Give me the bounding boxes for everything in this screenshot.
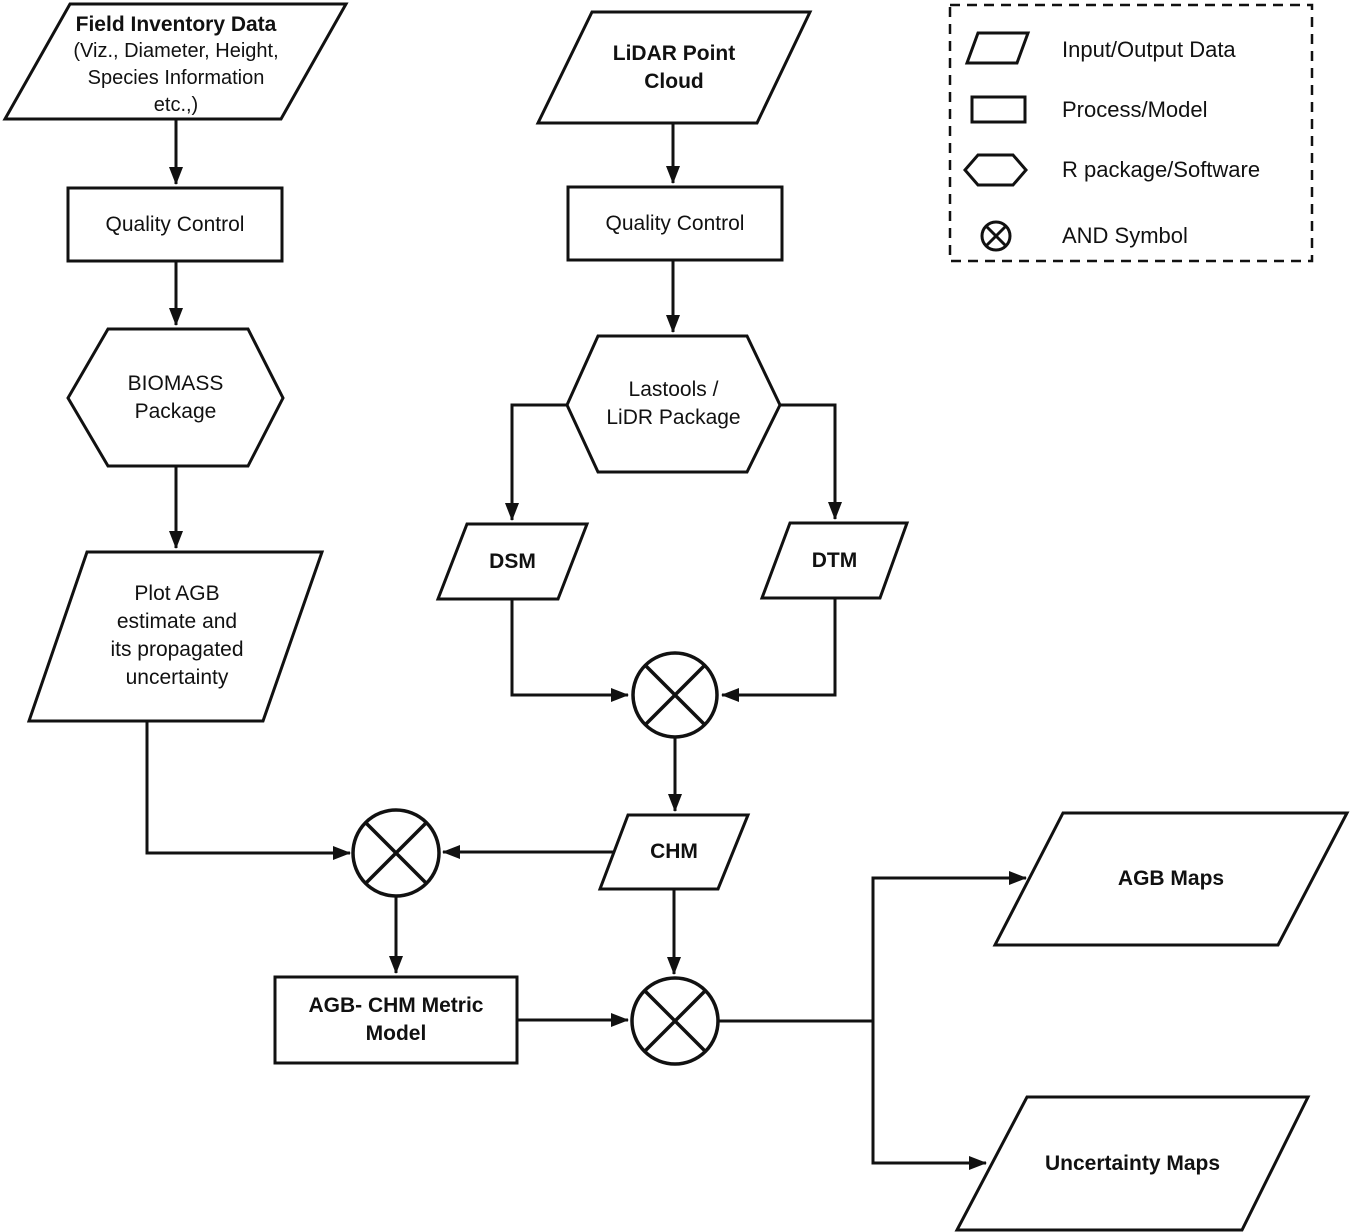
plot-agb-label: Plot AGB estimate and its propagated unc… [110, 582, 244, 689]
chm-shape [597, 813, 751, 891]
dtm-shape [759, 521, 910, 600]
field-inventory-label: Field Inventory Data (Viz., Diameter, He… [73, 13, 279, 116]
dsm-shape [435, 522, 590, 601]
legend-item-input-output-label: Input/Output Data [1062, 37, 1236, 62]
agb-maps-shape [992, 811, 1350, 947]
arrow-branch-to-agbmaps [871, 871, 1027, 1021]
legend-item-and-symbol-label: AND Symbol [1062, 223, 1188, 248]
and-icon [630, 976, 720, 1066]
and-symbols [351, 651, 720, 1066]
arrow-lastools-to-dtm [780, 403, 842, 520]
lastools-label: Lastools / LiDR Package [606, 378, 741, 429]
connector-arrows [145, 119, 1027, 1170]
dtm-label: DTM [811, 548, 858, 572]
and-circle-icon [980, 220, 1012, 252]
field-inventory-shape [2, 2, 349, 121]
agb-maps-label: AGB Maps [1117, 867, 1225, 890]
arrow-dtm-to-and1 [721, 598, 837, 702]
quality-control-right-label: Quality Control [605, 211, 745, 235]
hexagon-icon [963, 153, 1028, 187]
legend-box [948, 3, 1314, 263]
legend-item-process-model-label: Process/Model [1062, 97, 1208, 122]
legend-border [948, 3, 1314, 263]
arrow-branch-to-uncertaintymaps [871, 1021, 987, 1170]
lidar-point-cloud-shape [535, 10, 813, 125]
uncertainty-maps-label: Uncertainty Maps [1044, 1151, 1221, 1175]
dsm-label: DSM [489, 549, 536, 573]
uncertainty-maps-shape [954, 1095, 1311, 1232]
and-icon [631, 651, 719, 739]
agb-chm-model-label: AGB- CHM Metric Model [308, 994, 484, 1045]
plot-agb-shape [26, 550, 325, 723]
rectangle-icon [970, 95, 1027, 124]
quality-control-left-label: Quality Control [105, 212, 245, 236]
legend-item-r-package-label: R package/Software [1062, 157, 1261, 182]
lidar-point-cloud-label: LiDAR Point Cloud [612, 41, 736, 93]
parallelogram-icon [964, 31, 1031, 65]
quality-control-left-shape [66, 186, 284, 263]
and-icon [351, 808, 441, 898]
arrow-dsm-to-and1 [510, 599, 629, 702]
biomass-package-label: BIOMASS Package [127, 371, 224, 423]
quality-control-right-shape [566, 185, 784, 262]
arrow-lastools-to-dsm [505, 403, 567, 521]
agb-chm-model-shape [273, 975, 519, 1065]
arrow-plotagb-to-and2 [145, 721, 351, 860]
chm-label: CHM [650, 840, 698, 863]
biomass-package-shape [66, 327, 285, 468]
lastools-shape [565, 334, 782, 474]
field-inventory-title: Field Inventory Data [75, 13, 277, 36]
